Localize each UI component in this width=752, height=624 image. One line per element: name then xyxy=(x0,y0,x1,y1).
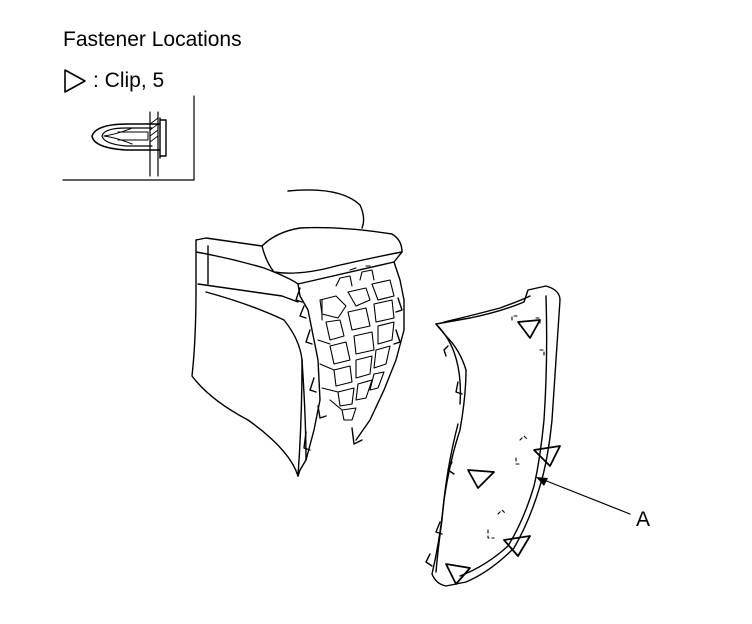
callout-label-a: A xyxy=(636,508,651,531)
side-panel-a xyxy=(425,285,561,587)
clip-4-icon xyxy=(503,535,531,557)
legend-text: : Clip, 5 xyxy=(93,69,165,92)
clip-markers xyxy=(445,319,561,585)
clip-3-icon xyxy=(467,469,495,489)
clip-2-icon xyxy=(533,445,561,467)
center-console xyxy=(191,189,405,477)
page-title: Fastener Locations xyxy=(63,28,242,51)
clip-1-icon xyxy=(517,319,541,339)
clip-5-icon xyxy=(445,563,471,585)
triangle-clip-icon xyxy=(64,69,86,93)
callout-leader xyxy=(536,477,631,515)
legend: : Clip, 5 xyxy=(63,68,164,94)
clip-detail-inset xyxy=(62,95,195,181)
